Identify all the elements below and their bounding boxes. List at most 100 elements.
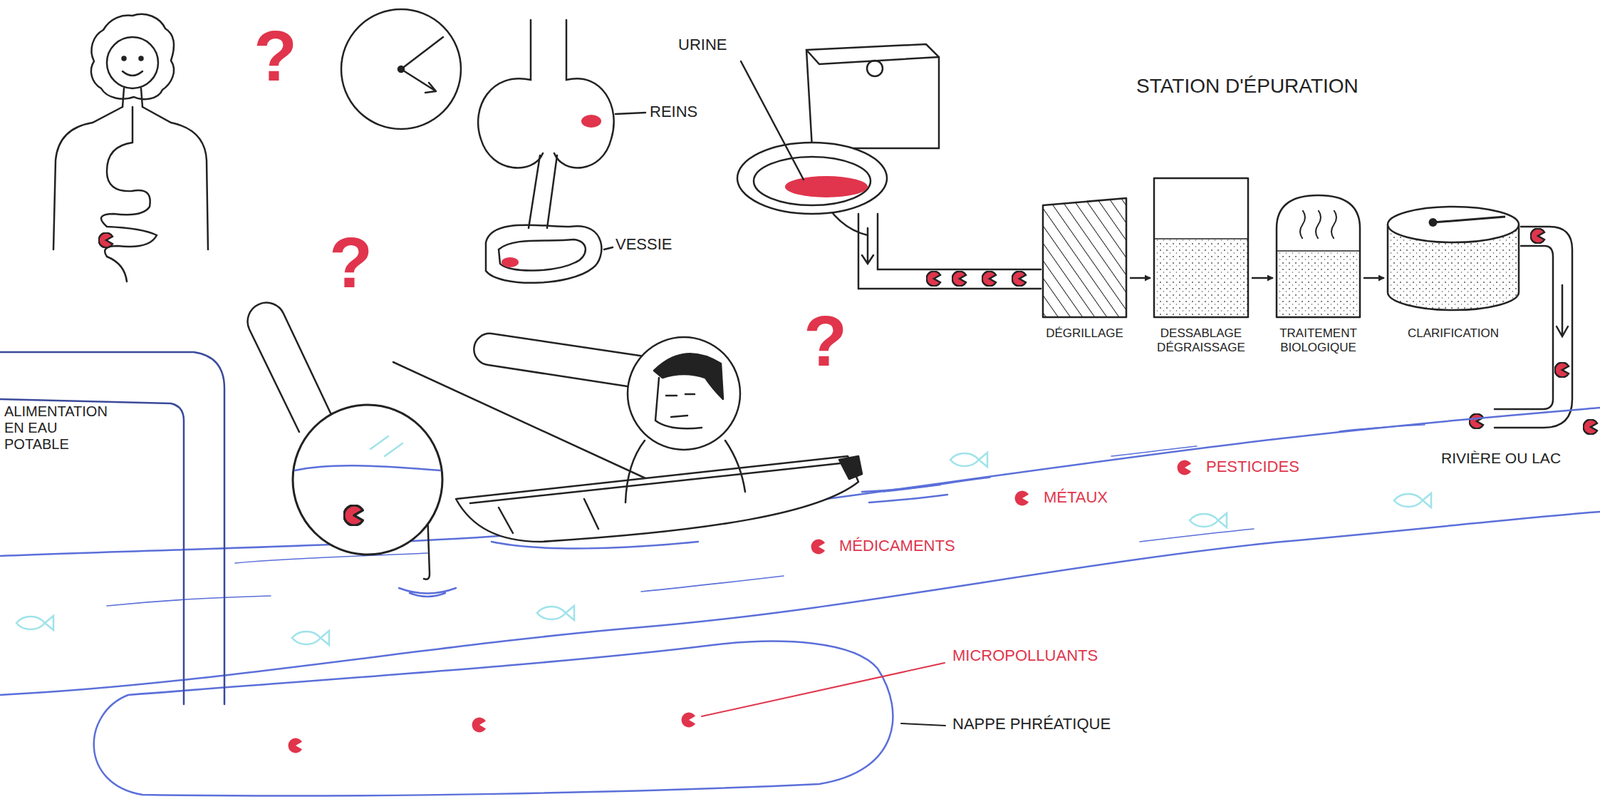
stomach xyxy=(101,106,157,282)
basin-box xyxy=(1154,178,1249,318)
treatment-stage: DESSABLAGE DÉGRAISSAGE xyxy=(1151,170,1251,356)
screen-box xyxy=(1042,198,1127,318)
micropollutant-dot xyxy=(1469,413,1484,429)
steam-line xyxy=(1331,210,1337,239)
toilet xyxy=(737,44,1041,289)
micropollutant-dot xyxy=(1583,419,1598,435)
treatment-stage: CLARIFICATION xyxy=(1385,170,1521,341)
organ-label: VESSIE xyxy=(615,235,672,253)
question-mark: ? xyxy=(803,304,848,377)
leader-line xyxy=(701,662,945,716)
micropollutant-dot xyxy=(1012,271,1026,287)
micropollutant-dot xyxy=(344,505,363,526)
eye xyxy=(122,56,127,61)
micropollutant-dot xyxy=(1555,362,1569,378)
micropollutant-dot xyxy=(1015,490,1029,506)
fisherman-face xyxy=(655,377,702,429)
neck xyxy=(122,88,143,107)
boat-hull xyxy=(455,455,859,542)
ureters xyxy=(528,155,558,228)
lens-water xyxy=(294,465,441,471)
stage-label: TRAITEMENT BIOLOGIQUE xyxy=(1274,326,1363,356)
nappe-outline xyxy=(94,641,894,796)
micropollutant-dot xyxy=(681,712,696,728)
treatment-stage: TRAITEMENT BIOLOGIQUE xyxy=(1274,170,1363,356)
fish xyxy=(1394,492,1432,508)
micropollutant-dot xyxy=(926,271,941,287)
flush-button xyxy=(866,60,883,77)
boat-motor xyxy=(839,455,862,479)
organ-label: URINE xyxy=(678,35,727,54)
leader-line xyxy=(740,61,804,180)
river-bank xyxy=(0,511,1600,695)
micropollutant-dot xyxy=(472,717,486,733)
stage-shape xyxy=(1151,170,1251,321)
stage-outline xyxy=(1151,170,1251,321)
magnifier-handle xyxy=(247,302,334,432)
stage-outline xyxy=(1385,170,1521,321)
bio-water xyxy=(1276,250,1360,318)
splash xyxy=(398,587,456,597)
flow-arrow xyxy=(1363,277,1385,280)
toilet-bowl-inner xyxy=(753,156,871,206)
eye xyxy=(139,56,144,61)
micropollutant-spot xyxy=(501,257,519,268)
organ-label: REINS xyxy=(649,102,698,121)
place-label: NAPPE PHRÉATIQUE xyxy=(950,713,1113,734)
scraper-arm xyxy=(1433,216,1506,223)
micropollutant-dot xyxy=(1177,460,1192,476)
stage-outline xyxy=(1040,170,1129,321)
woman-figure xyxy=(53,14,209,282)
place-label: ALIMENTATION EN EAU POTABLE xyxy=(4,403,119,453)
micropollutant-spot xyxy=(581,114,602,128)
clarifier-top xyxy=(1387,206,1519,243)
drinking-water-pipe xyxy=(0,351,225,704)
clock-hands xyxy=(401,37,444,93)
treatment-stage: DÉGRILLAGE xyxy=(1040,170,1129,341)
pollutant-label: PESTICIDES xyxy=(1203,456,1302,476)
micropollutant-dot xyxy=(982,271,996,287)
kidneys xyxy=(478,19,615,168)
stage-label: CLARIFICATION xyxy=(1385,326,1521,341)
flow-arrow xyxy=(1251,277,1274,280)
steam-line xyxy=(1315,210,1321,239)
pollutant-label: MÉTAUX xyxy=(1041,487,1110,507)
clock-center xyxy=(398,66,404,72)
steam-line xyxy=(1300,210,1306,239)
flow-arrow xyxy=(1556,284,1568,337)
urine xyxy=(785,175,868,198)
boat-inner xyxy=(470,463,841,533)
micropollutant-dot xyxy=(952,271,966,287)
face xyxy=(106,37,159,89)
bladder xyxy=(485,225,602,283)
section-title: STATION D'ÉPURATION xyxy=(1136,74,1359,98)
fisherman-hair xyxy=(653,353,724,399)
clarifier-water xyxy=(1387,206,1519,310)
water-line xyxy=(1276,250,1360,252)
scraper-hub xyxy=(1429,217,1438,227)
hair xyxy=(91,14,174,100)
stage-label: DESSABLAGE DÉGRAISSAGE xyxy=(1151,326,1251,356)
question-mark: ? xyxy=(253,19,298,92)
stage-shape xyxy=(1040,170,1129,321)
stage-outline xyxy=(1274,170,1363,321)
stage-label: DÉGRILLAGE xyxy=(1040,326,1129,341)
stage-shape xyxy=(1274,170,1363,321)
pipe-inner xyxy=(0,398,184,704)
flow-arrow xyxy=(1129,277,1151,280)
leader-line xyxy=(604,112,646,250)
basin-water xyxy=(1154,238,1249,318)
pollutant-label: MÉDICAMENTS xyxy=(837,535,958,555)
micropollutant-dot xyxy=(99,232,113,248)
magnifier-lens xyxy=(292,404,443,555)
pipe-outer xyxy=(0,351,225,704)
water-line xyxy=(1154,237,1249,240)
fish xyxy=(1189,512,1227,528)
diving-helmet xyxy=(627,336,741,450)
stage-shape xyxy=(1385,170,1521,321)
lens-fish xyxy=(370,435,403,456)
smile xyxy=(122,71,143,76)
river xyxy=(0,407,1600,796)
